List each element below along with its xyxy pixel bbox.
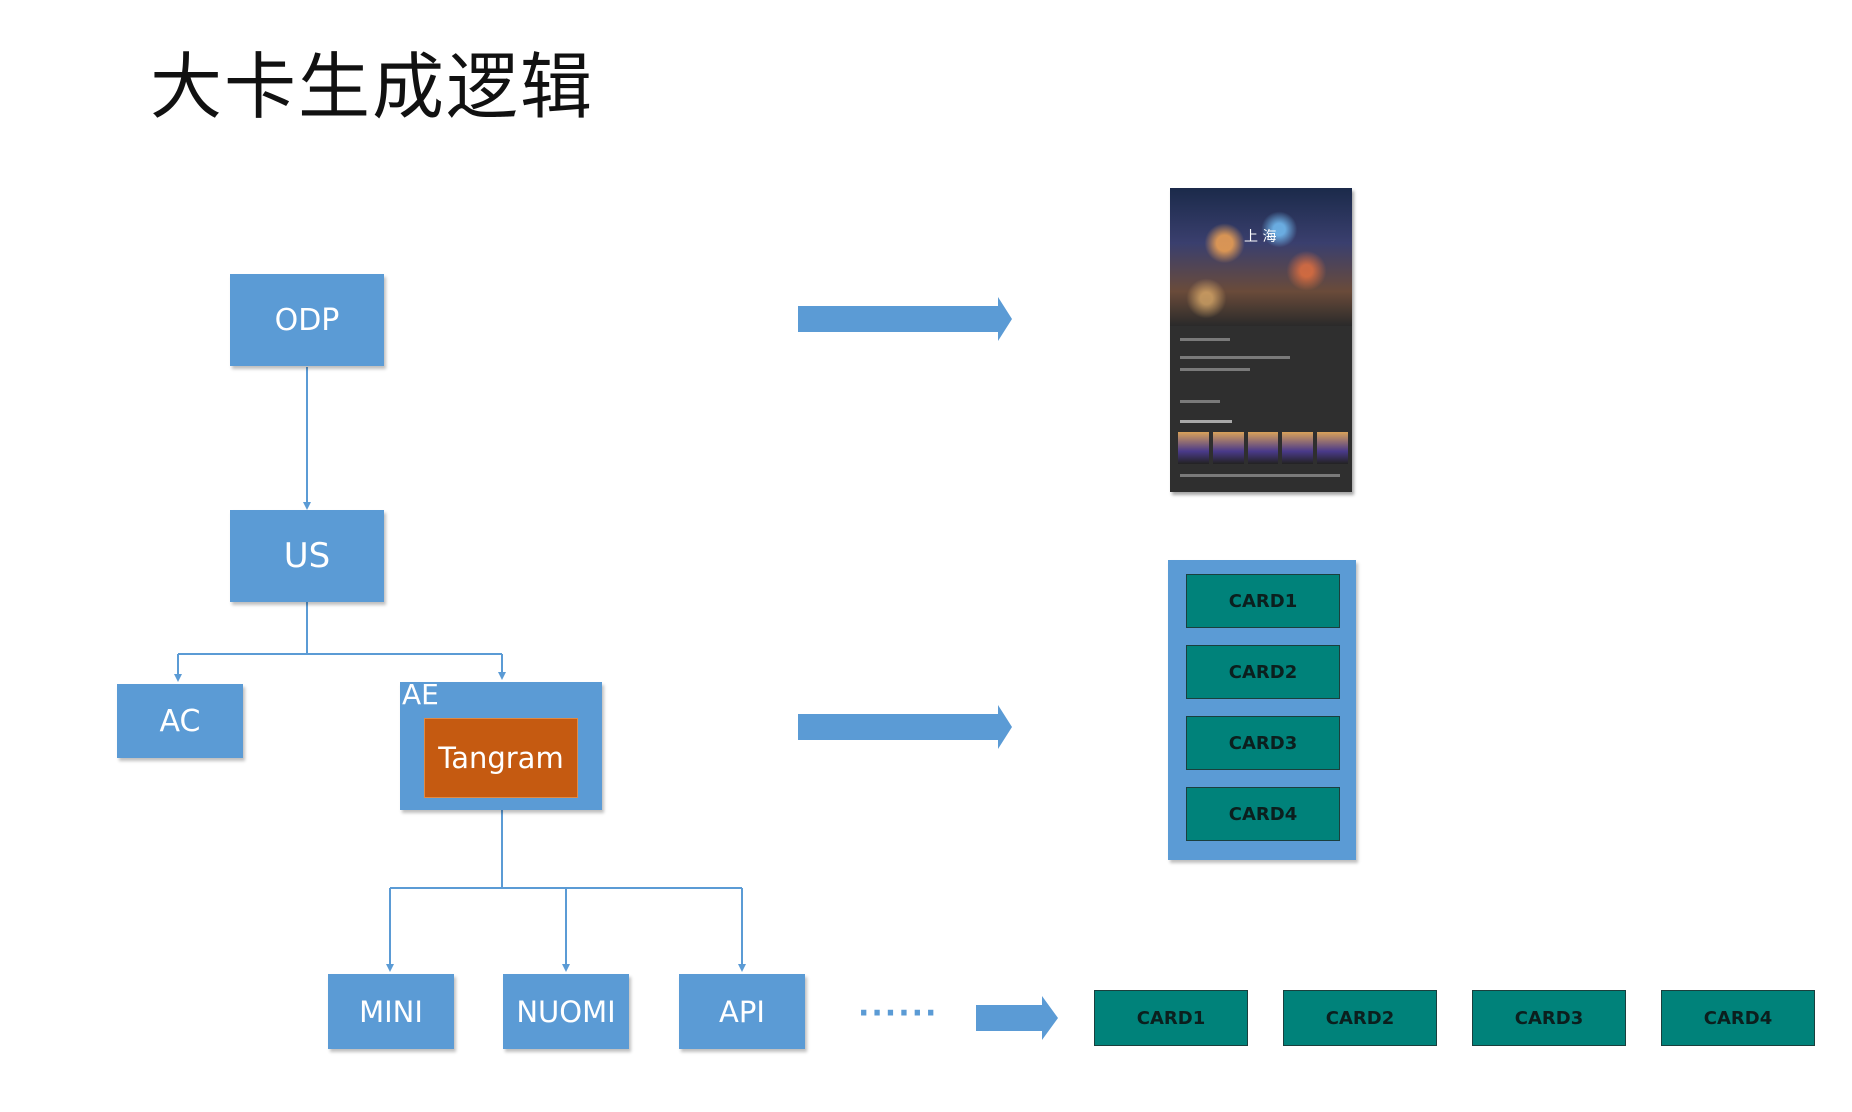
phone-city-label: 上 海 (1244, 229, 1277, 245)
mini-label: MINI (359, 994, 423, 1029)
us-node: US (230, 510, 384, 602)
phone-thumbnail (1212, 432, 1244, 464)
phone-thumbnail-strip (1178, 432, 1348, 464)
tangram-node: Tangram (424, 718, 578, 798)
phone-thumbnail (1317, 432, 1348, 464)
ellipsis-dots: ······ (858, 996, 939, 1031)
nuomi-label: NUOMI (516, 994, 616, 1029)
phone-text-line (1180, 356, 1290, 359)
page-title: 大卡生成逻辑 (150, 45, 595, 129)
odp-node: ODP (230, 274, 384, 366)
phone-thumbnail (1247, 432, 1279, 464)
phone-thumbnail (1178, 432, 1209, 464)
ac-node: AC (117, 684, 243, 758)
phone-tab-underline (1180, 420, 1232, 423)
api-node: API (679, 974, 805, 1049)
vertical-card-3: CARD3 (1186, 716, 1340, 770)
phone-text-line (1180, 368, 1250, 371)
vertical-card-4: CARD4 (1186, 787, 1340, 841)
ac-label: AC (159, 703, 201, 739)
phone-text-line (1180, 474, 1340, 477)
tangram-label: Tangram (438, 741, 564, 775)
horizontal-card-2: CARD2 (1283, 990, 1437, 1046)
city-hero-image (1170, 188, 1352, 326)
phone-text-line (1180, 400, 1220, 403)
horizontal-card-4: CARD4 (1661, 990, 1815, 1046)
horizontal-card-1: CARD1 (1094, 990, 1248, 1046)
nuomi-node: NUOMI (503, 974, 629, 1049)
api-label: API (719, 994, 765, 1029)
phone-card-preview: 上 海 (1170, 188, 1352, 492)
horizontal-card-3: CARD3 (1472, 990, 1626, 1046)
arrow-api-to-cards (976, 996, 1058, 1040)
phone-thumbnail (1282, 432, 1314, 464)
vertical-card-1: CARD1 (1186, 574, 1340, 628)
mini-node: MINI (328, 974, 454, 1049)
ae-label: AE (402, 678, 439, 711)
odp-label: ODP (274, 302, 340, 338)
vertical-card-2: CARD2 (1186, 645, 1340, 699)
arrow-odp-to-phone (798, 297, 1012, 341)
us-label: US (283, 536, 331, 576)
arrow-ae-to-cards (798, 705, 1012, 749)
phone-text-line (1180, 338, 1230, 341)
